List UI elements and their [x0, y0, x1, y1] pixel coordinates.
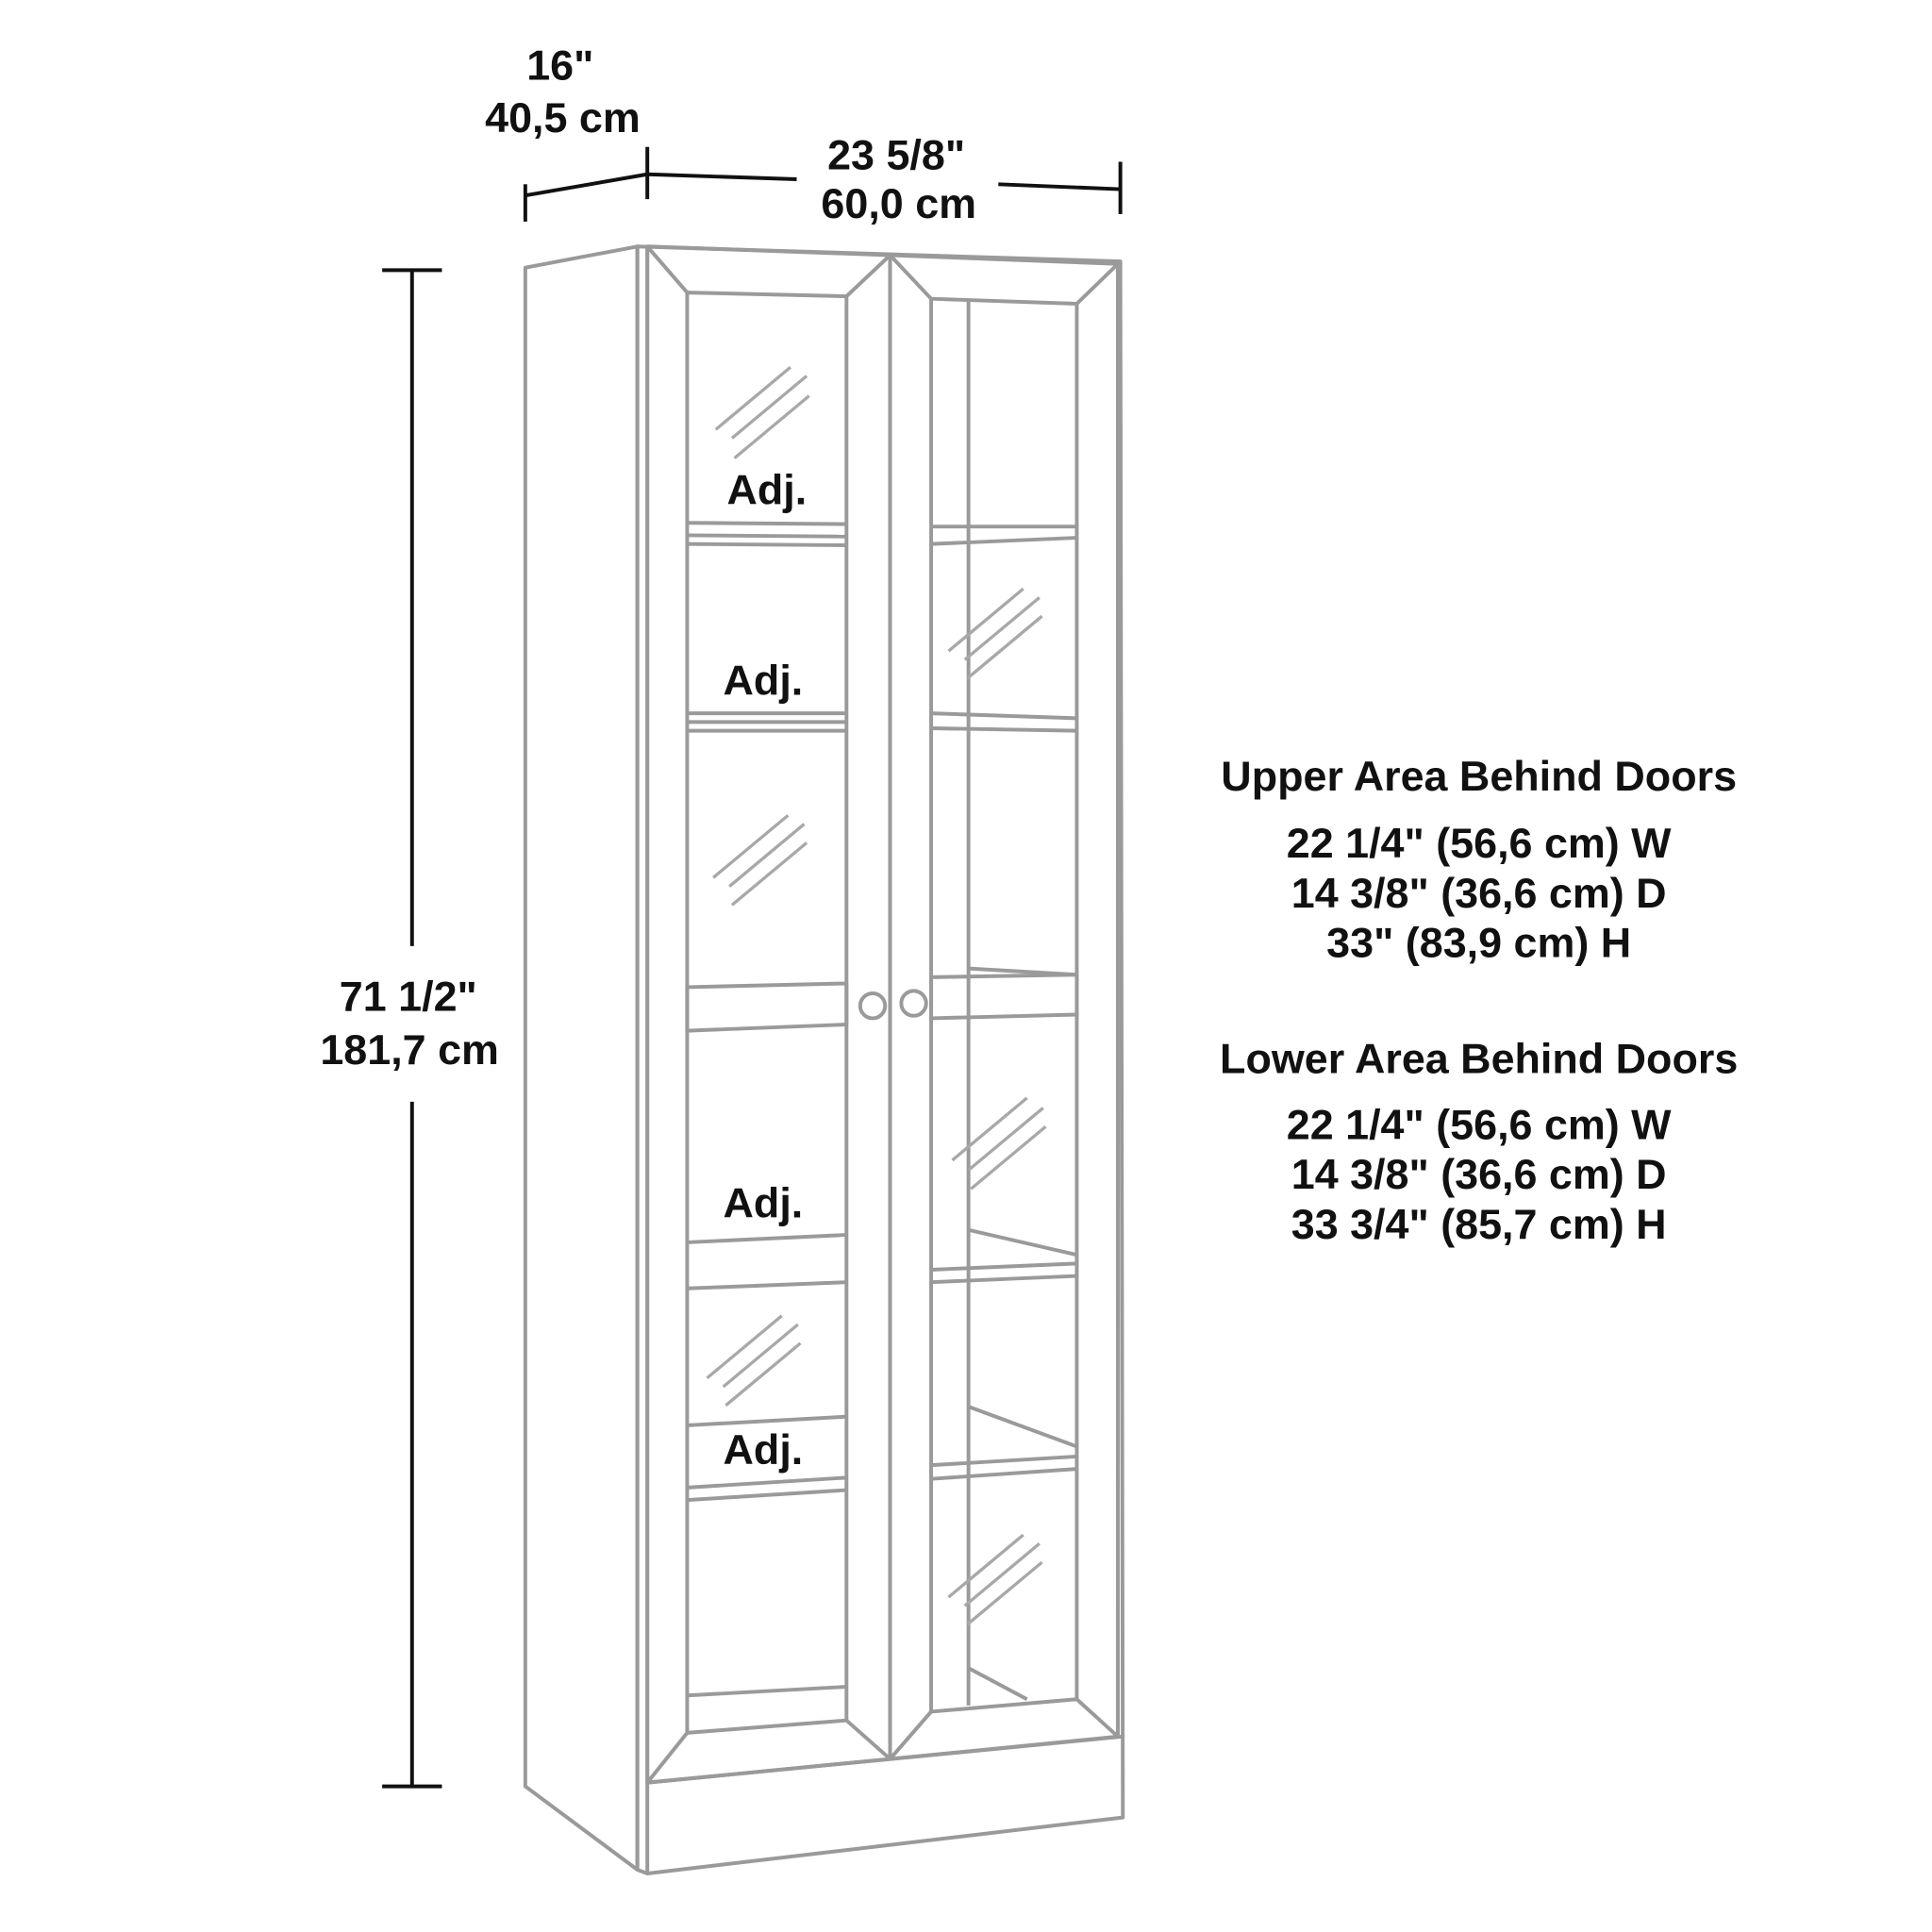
shelf-label-adjustable: Adj. [724, 656, 804, 704]
shelf-label-adjustable: Adj. [724, 1179, 804, 1227]
lower-area-title: Lower Area Behind Doors [1220, 1034, 1738, 1082]
width-imperial: 23 5/8" [827, 130, 965, 178]
height-metric: 181,7 cm [320, 1025, 499, 1074]
lower-area-depth: 14 3/8" (36,6 cm) D [1291, 1150, 1667, 1198]
lower-area-height: 33 3/4" (85,7 cm) H [1291, 1200, 1667, 1248]
right-door-knob-icon [899, 989, 928, 1018]
upper-area-width: 22 1/4" (56,6 cm) W [1287, 819, 1672, 867]
height-dimension-line [382, 268, 442, 1789]
cabinet-drawing [523, 244, 1125, 1875]
upper-area-title: Upper Area Behind Doors [1221, 752, 1737, 800]
left-door-knob-icon [858, 991, 888, 1021]
shelf-label-adjustable: Adj. [726, 465, 807, 513]
height-imperial: 71 1/2" [340, 973, 477, 1021]
upper-area-depth: 14 3/8" (36,6 cm) D [1291, 869, 1667, 917]
width-metric: 60,0 cm [821, 179, 976, 227]
depth-imperial: 16" [526, 41, 593, 89]
depth-metric: 40,5 cm [485, 93, 641, 142]
lower-area-width: 22 1/4" (56,6 cm) W [1287, 1100, 1672, 1148]
shelf-label-adjustable: Adj. [724, 1425, 804, 1474]
top-dimension-lines [523, 146, 1123, 222]
upper-area-height: 33" (83,9 cm) H [1326, 919, 1631, 967]
